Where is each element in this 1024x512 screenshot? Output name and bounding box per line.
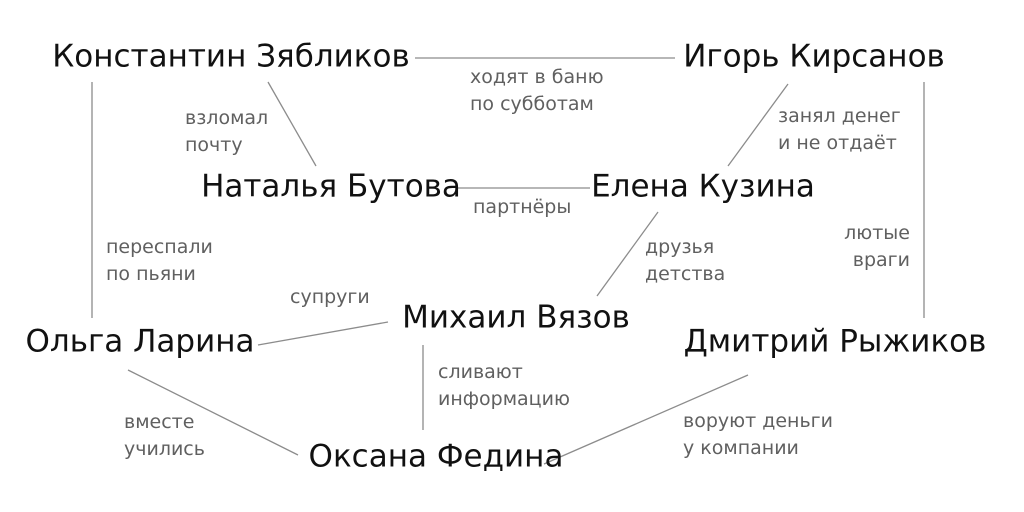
node-elena-kuzina: Елена Кузина xyxy=(591,168,815,205)
node-mikhail-vyazov: Михаил Вязов xyxy=(402,299,630,336)
relation-line: вместе xyxy=(124,411,195,433)
node-konstantin-zyablikov: Константин Зябликов xyxy=(52,38,410,75)
relation-label-vyazov-fedina: сливают информацию xyxy=(438,359,570,413)
relation-label-kuzina-vyazov: друзья детства xyxy=(645,234,725,288)
relation-label-larina-fedina: вместе учились xyxy=(124,409,205,463)
relation-label-zyablikov-kirsanov: ходят в баню по субботам xyxy=(470,64,604,118)
relation-label-butova-kuzina: партнёры xyxy=(473,194,571,221)
relation-line: детства xyxy=(645,263,726,285)
node-natalya-butova: Наталья Бутова xyxy=(201,168,461,205)
relation-line: сливают xyxy=(438,361,523,383)
relation-line: по пьяни xyxy=(106,263,196,285)
relation-line: друзья xyxy=(645,236,715,258)
relation-line: воруют деньги xyxy=(683,410,834,432)
relation-label-zyablikov-butova: взломал почту xyxy=(185,105,268,159)
relation-label-larina-vyazov: супруги xyxy=(290,284,370,311)
edge-kirsanov-kuzina xyxy=(727,83,789,167)
relation-line: у компании xyxy=(683,437,799,459)
relation-line: занял денег xyxy=(778,105,901,127)
relation-line: ходят в баню xyxy=(470,66,604,88)
relation-label-kirsanov-ryzhikov: лютые враги xyxy=(826,220,910,274)
relation-label-kirsanov-kuzina: занял денег и не отдаёт xyxy=(778,103,901,157)
relation-line: учились xyxy=(124,438,205,460)
edge-zyablikov-butova xyxy=(267,81,317,167)
relation-line: информацию xyxy=(438,388,570,410)
node-oksana-fedina: Оксана Федина xyxy=(308,438,564,475)
relation-label-ryzhikov-fedina: воруют деньги у компании xyxy=(683,408,833,462)
relation-line: лютые xyxy=(844,222,910,244)
edge-larina-fedina xyxy=(127,369,299,456)
relation-label-zyablikov-larina: переспали по пьяни xyxy=(106,234,213,288)
relation-line: и не отдаёт xyxy=(778,132,897,154)
relation-line: супруги xyxy=(290,286,370,308)
node-dmitriy-ryzhikov: Дмитрий Рыжиков xyxy=(683,323,987,360)
relation-line: враги xyxy=(852,249,910,271)
relation-line: партнёры xyxy=(473,196,572,218)
edge-kuzina-vyazov xyxy=(596,211,659,297)
node-olga-larina: Ольга Ларина xyxy=(25,323,255,360)
edge-ryzhikov-fedina xyxy=(543,374,749,465)
relation-line: почту xyxy=(185,134,243,156)
relation-line: по субботам xyxy=(470,93,594,115)
relation-line: взломал xyxy=(185,107,269,129)
edge-larina-vyazov xyxy=(257,321,389,346)
relation-line: переспали xyxy=(106,236,213,258)
node-igor-kirsanov: Игорь Кирсанов xyxy=(683,38,945,75)
